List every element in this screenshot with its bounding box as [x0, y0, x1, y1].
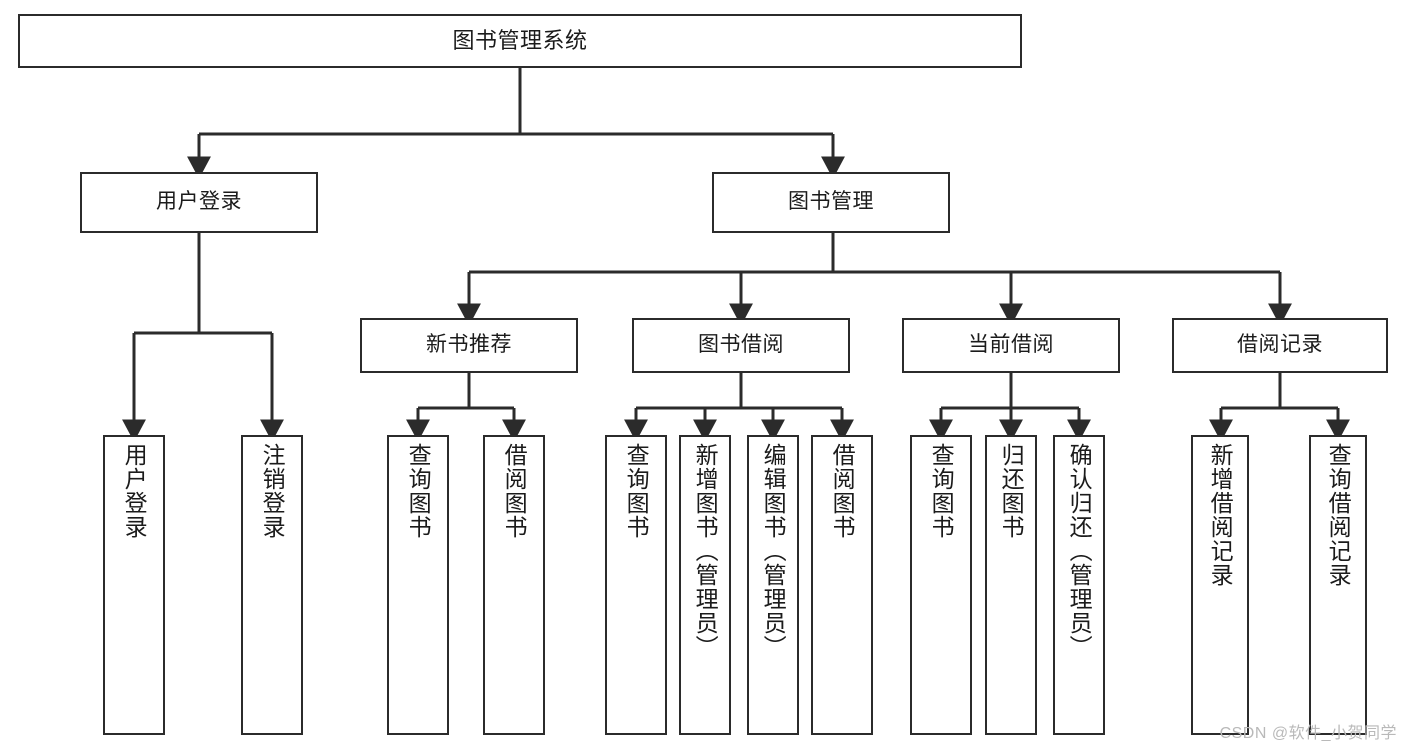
node-leaf-add-record[interactable]: 新增借阅记录: [1191, 435, 1249, 735]
node-leaf-return-book-label: 归还图书: [998, 443, 1025, 539]
node-leaf-borrow-book-2-label: 借阅图书: [829, 443, 856, 539]
node-leaf-borrow-book-2[interactable]: 借阅图书: [811, 435, 873, 735]
node-current-borrow[interactable]: 当前借阅: [902, 318, 1120, 373]
node-leaf-user-login[interactable]: 用户登录: [103, 435, 165, 735]
watermark: CSDN @软件_小贺同学: [1219, 725, 1397, 742]
node-leaf-logout-login-label: 注销登录: [259, 443, 286, 539]
node-new-book-recommend[interactable]: 新书推荐: [360, 318, 578, 373]
node-leaf-query-book-3[interactable]: 查询图书: [910, 435, 972, 735]
node-book-manage-label: 图书管理: [788, 190, 874, 214]
node-leaf-confirm-return-label: 确认归还（管理员）: [1066, 443, 1093, 659]
node-root[interactable]: 图书管理系统: [18, 14, 1022, 68]
node-leaf-confirm-return[interactable]: 确认归还（管理员）: [1053, 435, 1105, 735]
node-leaf-borrow-book-1[interactable]: 借阅图书: [483, 435, 545, 735]
node-leaf-logout-login[interactable]: 注销登录: [241, 435, 303, 735]
node-leaf-query-book-1[interactable]: 查询图书: [387, 435, 449, 735]
node-leaf-return-book[interactable]: 归还图书: [985, 435, 1037, 735]
node-leaf-query-book-1-label: 查询图书: [405, 443, 432, 539]
node-leaf-query-book-2[interactable]: 查询图书: [605, 435, 667, 735]
node-user-login-label: 用户登录: [156, 190, 242, 214]
node-root-label: 图书管理系统: [452, 28, 588, 54]
node-current-borrow-label: 当前借阅: [968, 333, 1054, 357]
node-leaf-borrow-book-1-label: 借阅图书: [501, 443, 528, 539]
node-leaf-add-book-label: 新增图书（管理员）: [692, 443, 719, 659]
node-leaf-query-record-label: 查询借阅记录: [1325, 443, 1352, 587]
node-new-book-recommend-label: 新书推荐: [426, 333, 512, 357]
node-leaf-add-book[interactable]: 新增图书（管理员）: [679, 435, 731, 735]
node-leaf-user-login-label: 用户登录: [121, 443, 148, 539]
node-leaf-query-record[interactable]: 查询借阅记录: [1309, 435, 1367, 735]
node-leaf-edit-book[interactable]: 编辑图书（管理员）: [747, 435, 799, 735]
node-leaf-add-record-label: 新增借阅记录: [1207, 443, 1234, 587]
node-book-borrow[interactable]: 图书借阅: [632, 318, 850, 373]
node-user-login[interactable]: 用户登录: [80, 172, 318, 233]
node-leaf-edit-book-label: 编辑图书（管理员）: [760, 443, 787, 659]
node-book-manage[interactable]: 图书管理: [712, 172, 950, 233]
node-leaf-query-book-3-label: 查询图书: [928, 443, 955, 539]
node-borrow-record-label: 借阅记录: [1237, 333, 1323, 357]
node-borrow-record[interactable]: 借阅记录: [1172, 318, 1388, 373]
node-book-borrow-label: 图书借阅: [698, 333, 784, 357]
node-leaf-query-book-2-label: 查询图书: [623, 443, 650, 539]
